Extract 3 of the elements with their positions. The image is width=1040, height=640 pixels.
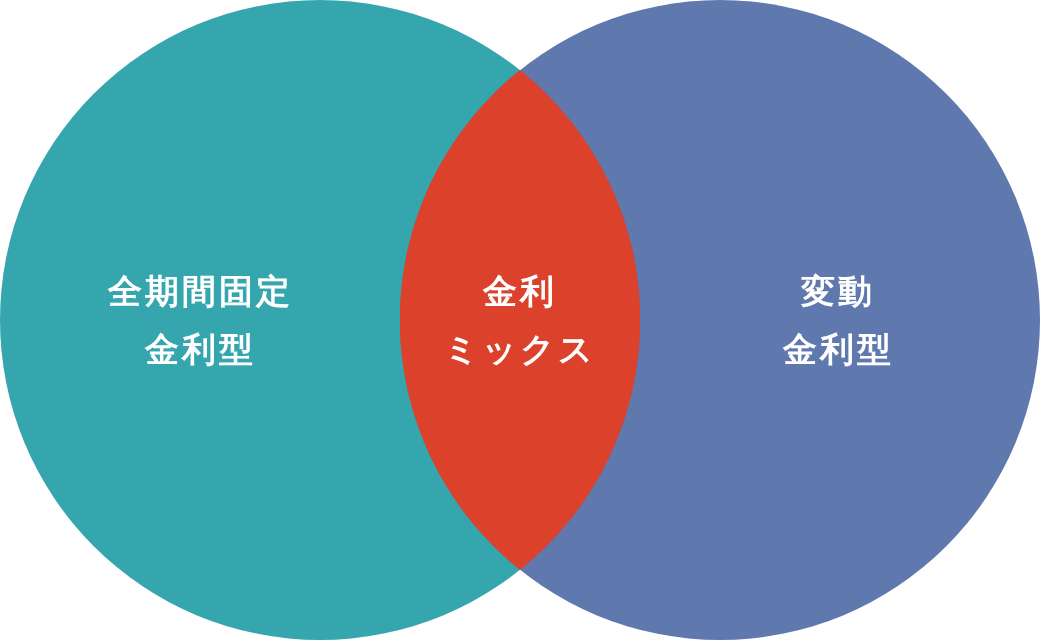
circle-label: 金利ミックス bbox=[444, 270, 596, 371]
circle-label: 変動金利型 bbox=[782, 270, 894, 371]
circle-label: 全期間固定金利型 bbox=[107, 270, 293, 371]
